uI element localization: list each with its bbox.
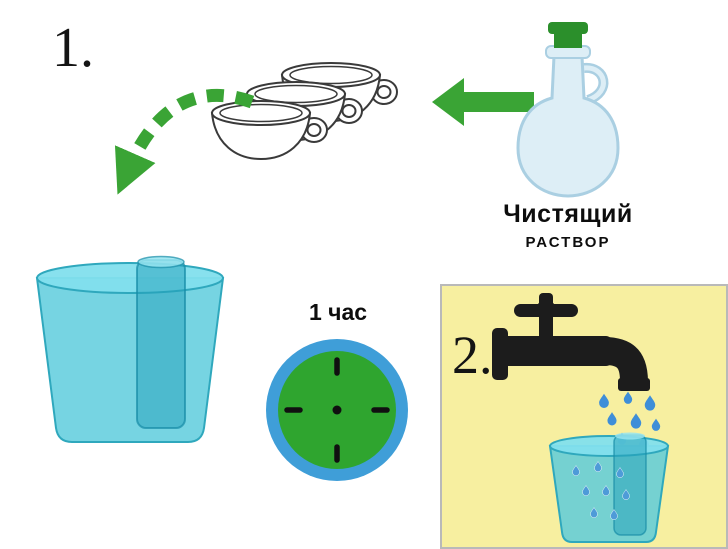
bottle-stopper bbox=[554, 32, 582, 48]
faucet-icon bbox=[492, 293, 650, 391]
solution-bottle-icon bbox=[516, 22, 620, 198]
solution-caption: Чистящий РАСТВОР bbox=[492, 200, 644, 251]
curved-dashed-arrow-icon bbox=[114, 88, 255, 195]
teacup bbox=[210, 100, 328, 161]
teacups-icon bbox=[210, 62, 398, 161]
step-2-panel: 2. bbox=[440, 284, 728, 549]
step-1-number: 1. bbox=[52, 17, 94, 79]
clock-icon bbox=[266, 339, 408, 481]
rinsing-cup bbox=[613, 434, 647, 536]
left-arrow-icon bbox=[432, 78, 534, 126]
solution-caption-line2: РАСТВОР bbox=[525, 234, 611, 251]
solution-caption-line1: Чистящий bbox=[503, 200, 633, 228]
timer-caption: 1 час bbox=[308, 299, 368, 325]
step-2-number: 2. bbox=[452, 325, 493, 385]
rinsing-tub-icon bbox=[548, 432, 670, 543]
soaking-tub-icon bbox=[35, 255, 225, 443]
soaking-cup bbox=[136, 259, 186, 429]
